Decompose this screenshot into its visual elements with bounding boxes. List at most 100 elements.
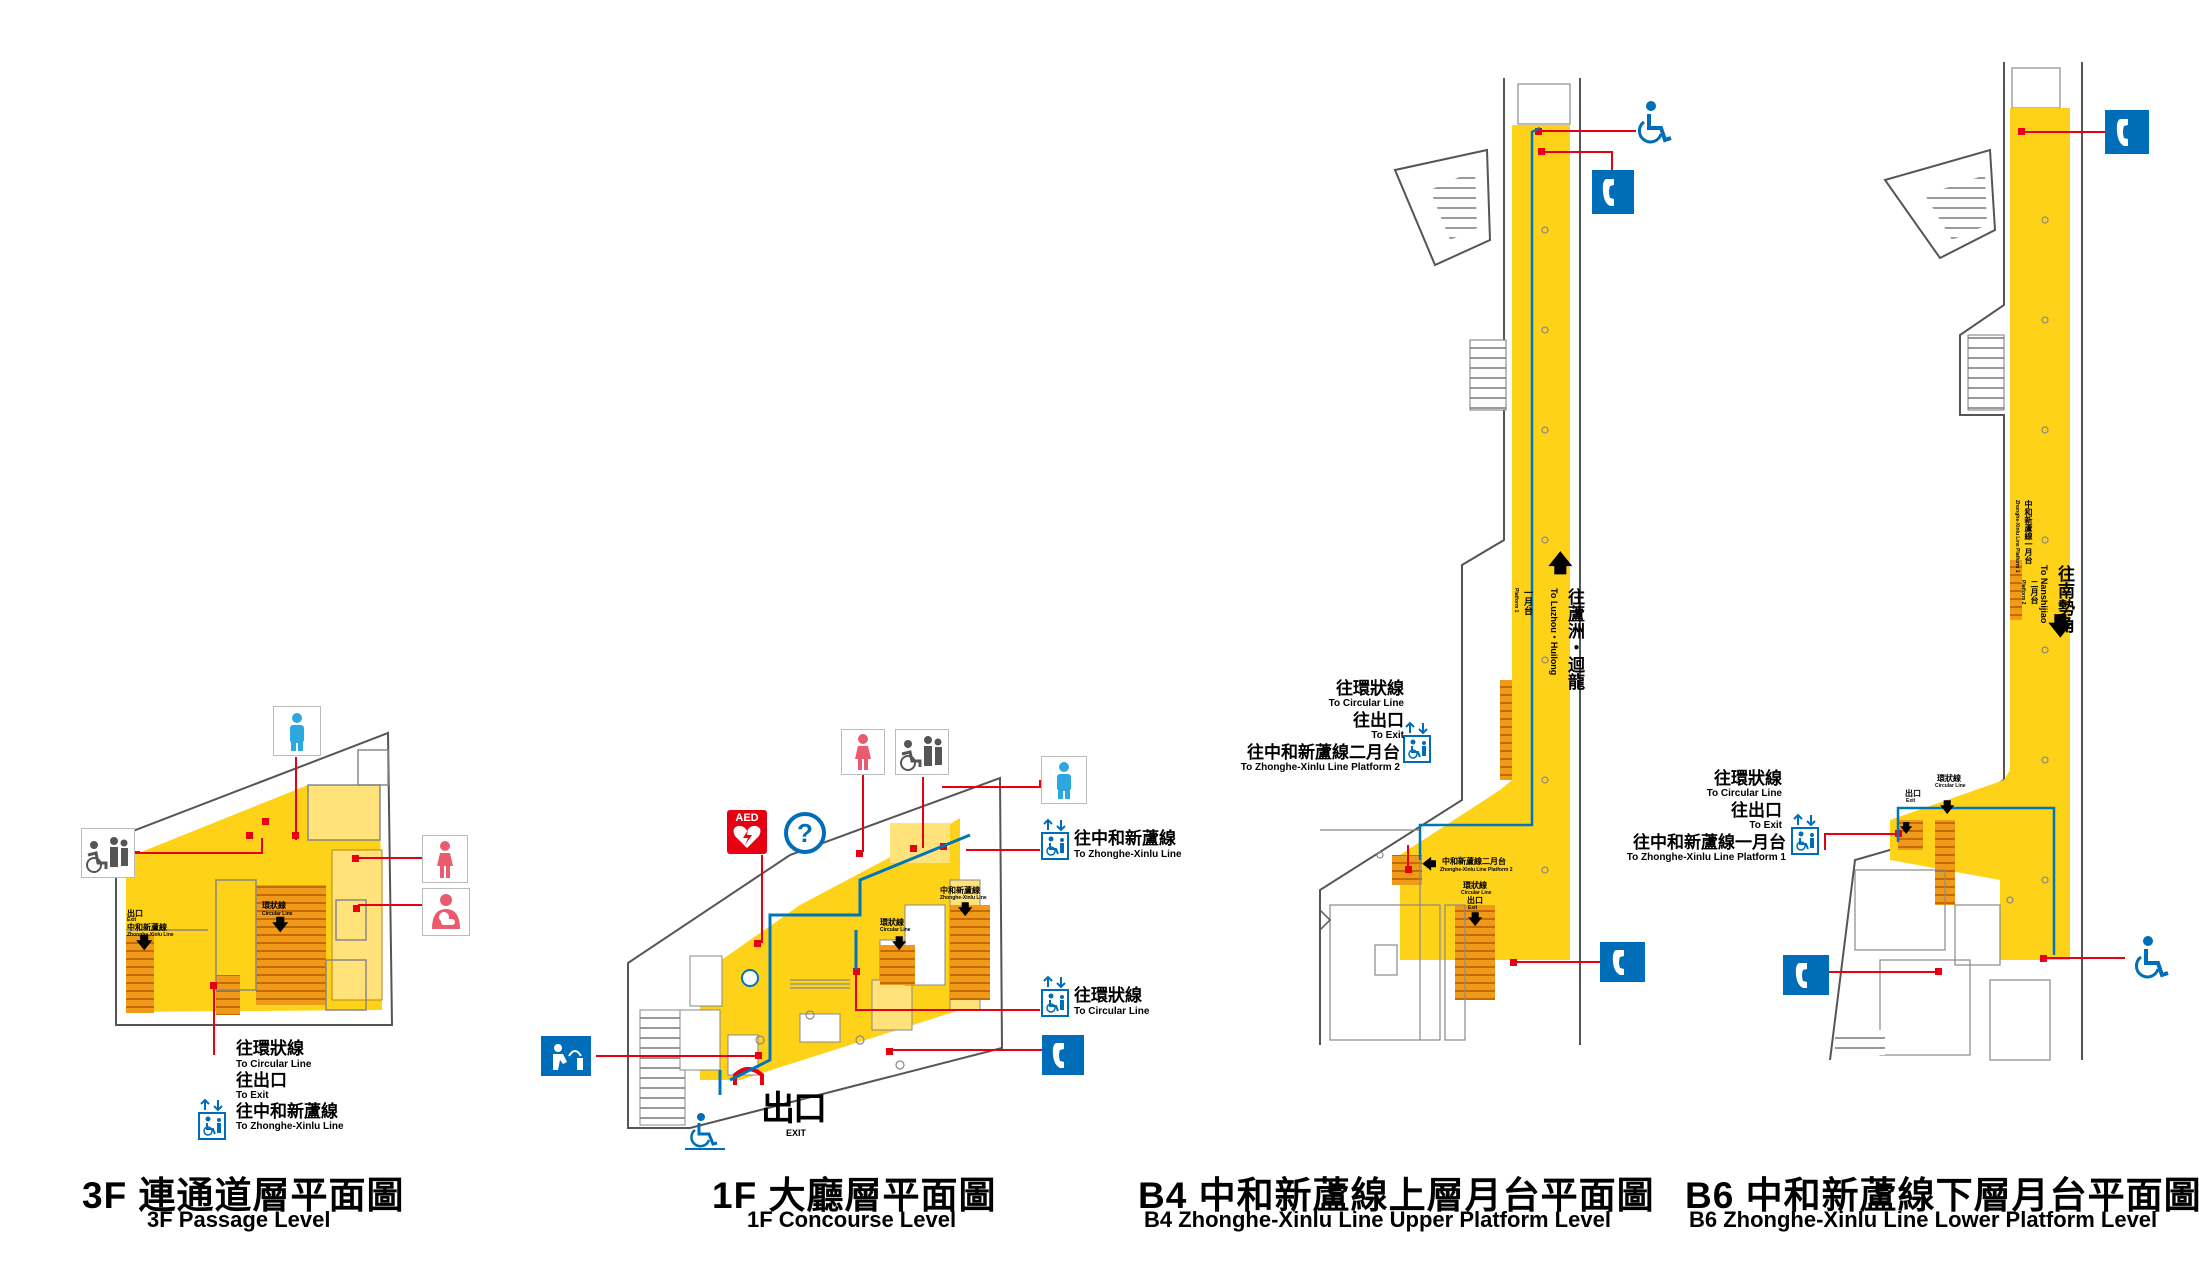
title-3f: 3F 連通道層平面圖: [82, 1175, 405, 1216]
elevator-wheelchair-icon: [198, 1112, 226, 1140]
label-to-circular-b6-en: To Circular Line: [1706, 788, 1782, 799]
drinking-water-icon: [541, 1036, 591, 1076]
floor-plan-b4: [1319, 78, 1636, 1045]
elevator-wheelchair-icon: [1403, 735, 1431, 763]
map-label-platform2-b4: 中和新蘆線二月台: [1442, 857, 1506, 866]
label-to-circular-b4-en: To Circular Line: [1328, 698, 1404, 709]
label-to-circular-b4: 往環狀線: [1336, 679, 1404, 698]
nursing-room-icon: [422, 888, 470, 936]
elevator-icon: [198, 1098, 226, 1126]
left-arrow-icon: 🡄: [1422, 856, 1437, 872]
label-to-platform1-b6-en: To Zhonghe-Xinlu Line Platform 1: [1626, 852, 1786, 863]
label-to-zx-1f-en: To Zhonghe-Xinlu Line: [1074, 849, 1182, 860]
floor-plan-b6: [1824, 62, 2125, 1061]
telephone-icon: [2105, 110, 2149, 154]
map-label-circular-b6: 環狀線: [1937, 774, 1961, 783]
map-label-platform2-b4-en: Zhonghe-Xinlu Line Platform 2: [1440, 867, 1513, 873]
title-b4: B4 中和新蘆線上層月台平面圖: [1138, 1175, 1655, 1216]
subtitle-3f: 3F Passage Level: [147, 1207, 331, 1232]
label-to-zx-3f-en: To Zhonghe-Xinlu Line: [236, 1121, 344, 1132]
label-to-exit-b6: 往出口: [1731, 801, 1782, 820]
floor-plan-3f: [115, 731, 422, 1055]
map-label-circular-b6-en: Circular Line: [1935, 783, 1966, 789]
telephone-icon: [1592, 170, 1634, 214]
down-arrow-icon: 🡇: [2048, 613, 2073, 640]
elevator-icon: [1791, 813, 1819, 827]
down-arrow-icon: 🡇: [892, 935, 907, 951]
map-label-zx-3f-en: Zhonghe-Xinlu Line: [127, 932, 174, 938]
family-toilet-icon: [895, 729, 949, 775]
label-to-circular-3f-en: To Circular Line: [236, 1059, 312, 1070]
label-to-exit-b6-en: To Exit: [1749, 820, 1782, 831]
zx-platform1-b6: 中和新蘆線一月台: [2024, 500, 2033, 564]
map-label-exit-b4-en: Exit: [1468, 905, 1478, 911]
floor-plan-1f: [596, 770, 1050, 1129]
map-label-exit-b4: 出口: [1467, 896, 1483, 905]
map-label-exit-b6: 出口: [1905, 789, 1921, 798]
down-arrow-icon: 🡇: [958, 901, 973, 917]
toilet-icon: [1041, 756, 1087, 804]
down-arrow-icon: 🡇: [1468, 911, 1483, 927]
up-arrow-icon: 🡅: [1548, 550, 1573, 577]
subtitle-b6: B6 Zhonghe-Xinlu Line Lower Platform Lev…: [1689, 1207, 2158, 1232]
elevator-wheelchair-icon: [1041, 989, 1069, 1017]
map-label-exit-3f: 出口: [127, 909, 143, 918]
map-label-exit-b6-en: Exit: [1906, 798, 1916, 804]
title-b6: B6 中和新蘆線下層月台平面圖: [1685, 1175, 2199, 1216]
map-label-exit-3f-en: Exit: [127, 917, 137, 923]
direction-b4-en: To Luzhou・Huilong: [1549, 588, 1559, 676]
family-toilet-icon: [81, 828, 135, 878]
down-arrow-icon: 🡇: [136, 935, 153, 952]
label-to-circular-1f-en: To Circular Line: [1074, 1006, 1150, 1017]
platform2-b6-en: Platform 2: [2020, 580, 2026, 605]
direction-b4-zh: 往蘆洲・迴龍: [1565, 588, 1584, 690]
platform2-b6: 二月台: [2030, 580, 2039, 604]
label-to-circular-b6: 往環狀線: [1714, 769, 1782, 788]
map-label-circular-3f: 環狀線: [262, 901, 286, 910]
wheelchair-icon: [683, 1112, 727, 1152]
toilet-women-icon: [841, 729, 885, 775]
label-to-exit-3f-en: To Exit: [236, 1090, 269, 1101]
label-to-platform1-b6: 往中和新蘆線一月台: [1633, 833, 1786, 852]
aed-label: AED: [735, 812, 759, 824]
label-to-circular-3f: 往環狀線: [236, 1039, 304, 1058]
label-to-exit-3f: 往出口: [236, 1071, 287, 1090]
elevator-wheelchair-icon: [1791, 827, 1819, 855]
down-arrow-icon: 🡇: [1900, 821, 1913, 835]
map-label-zx-1f-en: Zhonghe-Xinlu Line: [940, 895, 987, 901]
telephone-icon: [1783, 955, 1829, 995]
map-label-zx-1f: 中和新蘆線: [940, 886, 980, 895]
toilet-women-icon: [422, 835, 468, 883]
platform1-b4-en: Platform 1: [1513, 588, 1519, 613]
telephone-icon: [1600, 942, 1645, 982]
label-to-circular-1f: 往環狀線: [1074, 986, 1142, 1005]
elevator-icon: [1041, 975, 1069, 989]
wheelchair-icon: [2128, 935, 2174, 985]
elevator-icon: [1041, 818, 1069, 832]
exit-sign-zh: 出口: [761, 1090, 827, 1128]
toilet-icon: [273, 706, 321, 756]
direction-b6-zh: 往南勢角: [2055, 565, 2074, 633]
exit-sign-en: EXIT: [786, 1128, 807, 1138]
down-arrow-icon: 🡇: [272, 917, 289, 934]
information-icon: ?: [783, 811, 827, 855]
label-to-platform2-b4-en: To Zhonghe-Xinlu Line Platform 2: [1240, 762, 1400, 773]
map-label-circular-b4-en: Circular Line: [1461, 890, 1492, 896]
direction-b6-en: To Nanshijiao: [2039, 565, 2049, 624]
label-to-zx-1f: 往中和新蘆線: [1074, 829, 1176, 848]
label-to-exit-b4-en: To Exit: [1371, 730, 1404, 741]
subtitle-b4: B4 Zhonghe-Xinlu Line Upper Platform Lev…: [1144, 1207, 1611, 1232]
label-to-platform2-b4: 往中和新蘆線二月台: [1247, 743, 1400, 762]
down-arrow-icon: 🡇: [1940, 799, 1955, 815]
map-label-zx-3f: 中和新蘆線: [127, 923, 167, 932]
map-label-circular-1f-en: Circular Line: [880, 927, 911, 933]
subtitle-1f: 1F Concourse Level: [747, 1207, 957, 1232]
map-label-circular-1f: 環狀線: [880, 918, 904, 927]
map-label-circular-b4: 環狀線: [1463, 881, 1487, 890]
svg-text:?: ?: [797, 818, 813, 848]
label-to-zx-3f: 往中和新蘆線: [236, 1102, 338, 1121]
zx-platform1-b6-en: Zhonghe-Xinlu Line Platform 1: [2014, 500, 2020, 573]
telephone-icon: [1042, 1035, 1084, 1075]
elevator-icon: [1403, 721, 1431, 735]
